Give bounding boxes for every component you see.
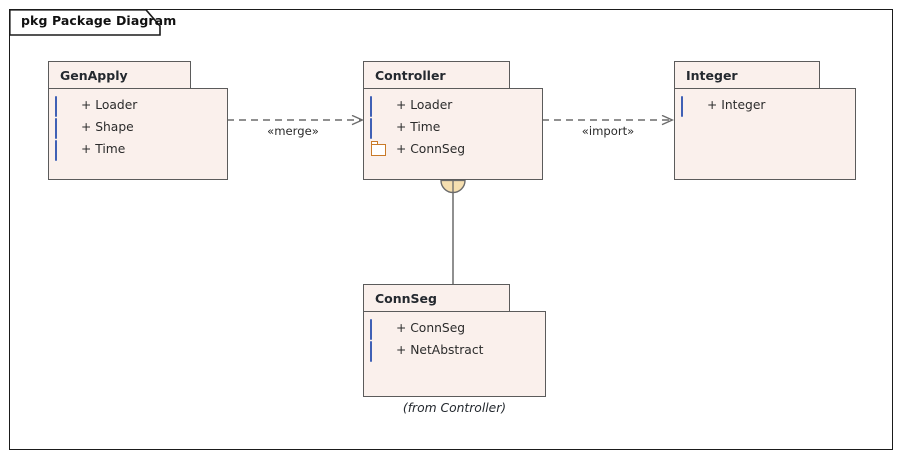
connector-merge-label: «merge»: [267, 124, 319, 138]
member-label: + Shape: [81, 119, 134, 134]
member-row[interactable]: + Time: [370, 116, 538, 139]
member-label: + Loader: [396, 97, 453, 112]
member-row[interactable]: + Integer: [681, 94, 851, 117]
member-row[interactable]: + ConnSeg: [370, 317, 541, 340]
member-label: + Time: [396, 119, 441, 134]
member-label: + Loader: [81, 97, 138, 112]
package-integer-title: Integer: [686, 68, 738, 83]
member-label: + Time: [81, 141, 126, 156]
package-icon: [370, 140, 387, 158]
member-row[interactable]: + Loader: [370, 94, 538, 117]
package-controller[interactable]: Controller + Loader + Time + ConnSeg: [363, 61, 543, 180]
package-connseg-tab: ConnSeg: [363, 284, 510, 312]
class-icon: [370, 95, 387, 117]
member-label: + Integer: [707, 97, 766, 112]
member-label: + ConnSeg: [396, 320, 466, 335]
package-genapply-tab: GenApply: [48, 61, 191, 89]
connector-import-label: «import»: [581, 124, 635, 138]
package-integer-members: + Integer: [681, 94, 851, 117]
member-row[interactable]: + Loader: [55, 94, 223, 117]
package-connseg-members: + ConnSeg + NetAbstract: [370, 317, 541, 362]
package-connseg[interactable]: ConnSeg + ConnSeg + NetAbstract (from Co…: [363, 284, 546, 415]
class-icon: [370, 318, 387, 340]
member-row[interactable]: + Shape: [55, 116, 223, 139]
member-row[interactable]: + ConnSeg: [370, 138, 538, 160]
package-connseg-body: + ConnSeg + NetAbstract: [363, 311, 546, 397]
member-row[interactable]: + Time: [55, 138, 223, 161]
package-genapply[interactable]: GenApply + Loader + Shape + Time: [48, 61, 228, 180]
class-icon: [370, 340, 387, 362]
package-connseg-title: ConnSeg: [375, 291, 437, 306]
class-icon: [681, 95, 698, 117]
package-genapply-title: GenApply: [60, 68, 128, 83]
frame-label-shape: [9, 9, 161, 36]
class-icon: [370, 117, 387, 139]
class-icon: [55, 95, 72, 117]
class-icon: [55, 139, 72, 161]
member-label: + ConnSeg: [396, 141, 466, 156]
frame-label-text: pkg Package Diagram: [21, 13, 177, 28]
class-icon: [55, 117, 72, 139]
package-integer-body: + Integer: [674, 88, 856, 180]
package-controller-body: + Loader + Time + ConnSeg: [363, 88, 543, 180]
package-controller-tab: Controller: [363, 61, 510, 89]
package-controller-title: Controller: [375, 68, 446, 83]
member-label: + NetAbstract: [396, 342, 484, 357]
package-controller-members: + Loader + Time + ConnSeg: [370, 94, 538, 160]
package-genapply-body: + Loader + Shape + Time: [48, 88, 228, 180]
frame-label-tab: pkg Package Diagram: [9, 9, 176, 36]
package-genapply-members: + Loader + Shape + Time: [55, 94, 223, 161]
package-connseg-footnote: (from Controller): [402, 401, 507, 415]
package-integer[interactable]: Integer + Integer: [674, 61, 856, 180]
package-integer-tab: Integer: [674, 61, 820, 89]
member-row[interactable]: + NetAbstract: [370, 339, 541, 362]
